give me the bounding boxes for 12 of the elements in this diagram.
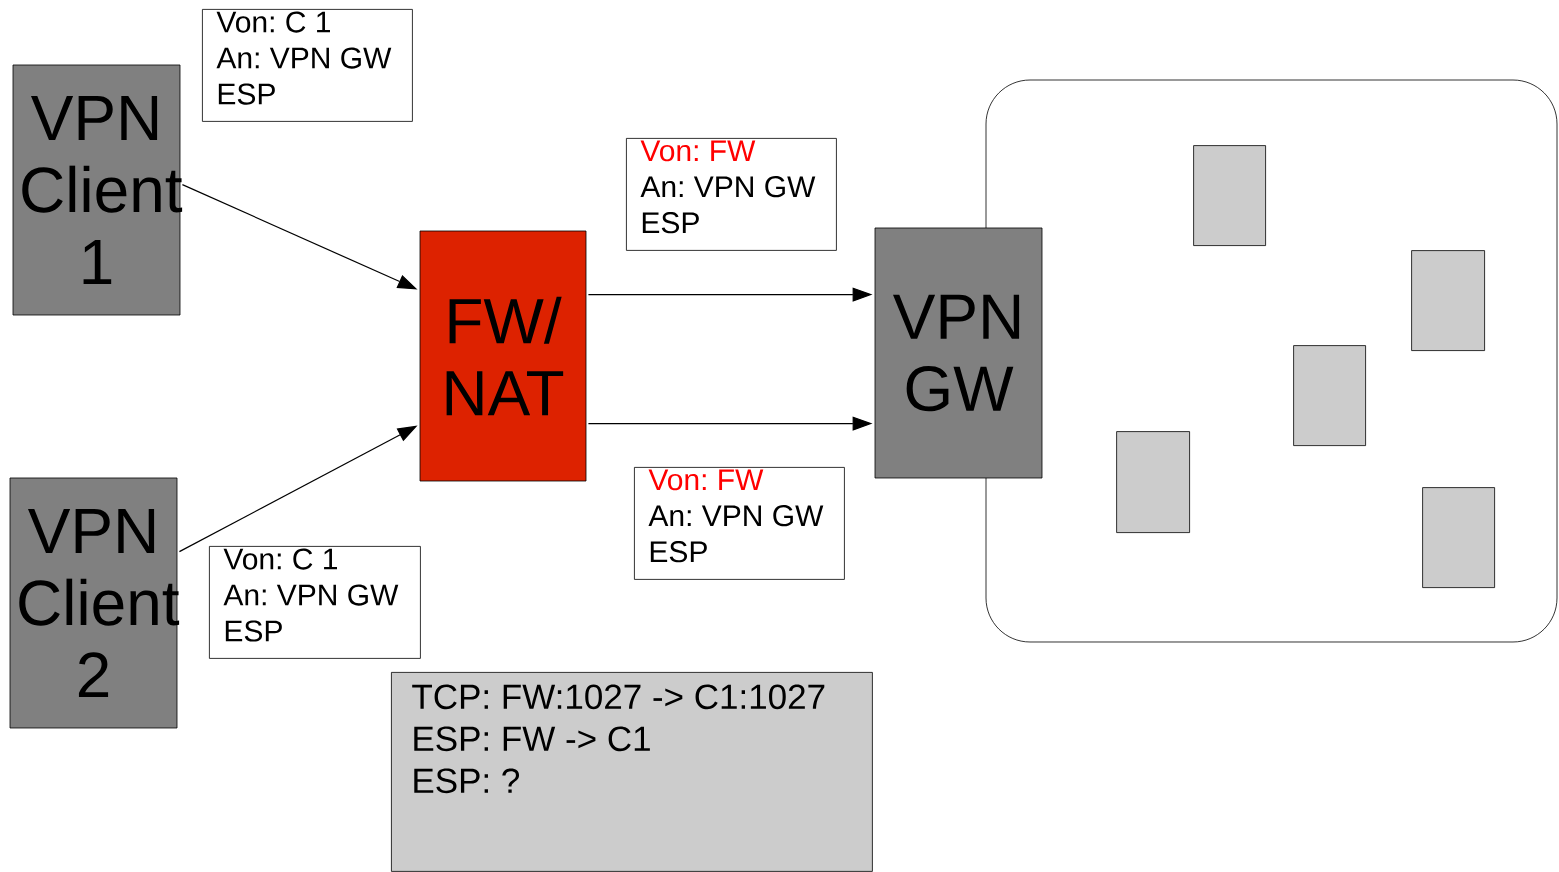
note-box: TCP: FW:1027 -> C1:1027 ESP: FW -> C1 ESP: ? [391,672,873,872]
packet-label-box: Von: FW An: VPN GW ESP [634,467,845,580]
packet-label-box: Von: C 1 An: VPN GW ESP [202,9,413,122]
host-box [1411,250,1485,351]
host-box [1422,487,1495,588]
host-box [1193,145,1266,246]
host-box [1116,431,1190,533]
host-box [1293,345,1366,446]
packet-label-box: Von: C 1 An: VPN GW ESP [209,546,421,659]
firewall-box: FW/ NAT [419,230,587,482]
gateway-box: VPN GW [874,227,1043,479]
packet-label-box: Von: FW An: VPN GW ESP [626,138,837,251]
